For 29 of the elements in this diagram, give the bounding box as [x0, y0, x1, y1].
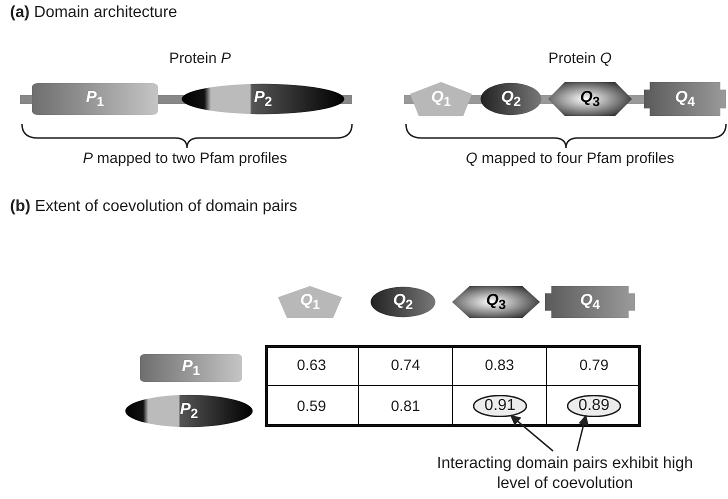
arrow [510, 414, 554, 452]
brace-caption: Q mapped to four Pfam profiles [466, 150, 674, 167]
section-heading: (b) Extent of coevolution of domain pairs [10, 198, 298, 216]
protein-name: Protein P [169, 50, 231, 67]
table-cell: 0.59 [265, 386, 359, 427]
arrow [576, 414, 589, 452]
domain-box: P$_{1}$ [32, 83, 158, 115]
table-cell: 0.83 [453, 345, 547, 386]
table-cell: 0.74 [359, 345, 453, 386]
domain-ellipse: P$_{2}$ [180, 83, 346, 115]
annotation-text: Interacting domain pairs exhibit high level of coevolution [430, 452, 700, 496]
section-heading: (a) Domain architecture [10, 4, 178, 22]
domain-box: Q$_{4}$ [545, 286, 635, 318]
circled-value: 0.91 [473, 394, 527, 416]
domain-hexagon: Q$_{3}$ [452, 286, 540, 318]
domain-ellipse: P$_{2}$ [124, 394, 254, 428]
domain-box: Q$_{4}$ [644, 82, 726, 116]
table-cell: 0.63 [265, 345, 359, 386]
domain-ellipse: Q$_{2}$ [480, 82, 542, 116]
domain-hexagon: Q$_{3}$ [548, 82, 632, 116]
domain-ellipse: Q$_{2}$ [370, 286, 436, 318]
domain-pentagon: Q$_{1}$ [278, 286, 342, 318]
domain-pentagon: Q$_{1}$ [410, 82, 472, 116]
protein-name: Protein Q [548, 50, 612, 67]
table-cell: 0.79 [547, 345, 641, 386]
domain-box: P$_{1}$ [140, 354, 242, 382]
circled-value: 0.89 [567, 394, 621, 416]
brace-caption: P mapped to two Pfam profiles [82, 150, 288, 167]
table-cell: 0.81 [359, 386, 453, 427]
